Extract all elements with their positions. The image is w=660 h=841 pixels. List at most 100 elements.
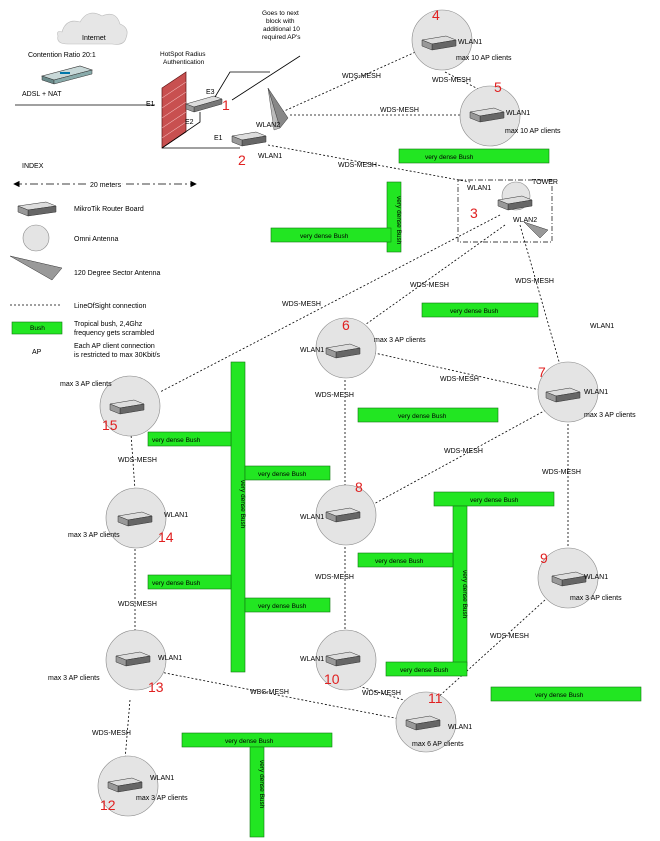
wlan2-label: WLAN2	[256, 122, 280, 129]
legend-bush-swatch-label: Bush	[30, 325, 45, 332]
node-number: 9	[540, 550, 548, 566]
mesh-label: WDS-MESH	[338, 162, 377, 169]
bush-label: very dense Bush	[152, 580, 201, 587]
internet-cloud-icon	[57, 12, 128, 45]
mesh-label: WDS-MESH	[444, 448, 483, 455]
los-links	[124, 49, 569, 761]
firewall-brick-icon	[161, 71, 187, 149]
bush-label: very dense Bush	[535, 692, 584, 699]
router-icon	[405, 715, 441, 731]
link-tower-6	[354, 224, 506, 333]
bush-h-center-1	[244, 465, 331, 481]
sector-antenna-icon	[267, 87, 289, 131]
node-number: 8	[355, 479, 363, 495]
router-icon	[325, 651, 361, 667]
hotspot-label: HotSpot Radius Authentication	[160, 51, 207, 66]
legend-ap-text: Each AP client connection is restricted …	[74, 343, 160, 359]
bush-label: very dense Bush	[375, 558, 424, 565]
node-number: 15	[102, 417, 118, 433]
router-icon	[551, 571, 587, 587]
link-8-7	[371, 404, 556, 506]
mesh-label: WDS-MESH	[432, 77, 471, 84]
max-clients-label: max 10 AP clients	[456, 55, 512, 62]
mesh-label: WDS-MESH	[118, 601, 157, 608]
node-number: 12	[100, 797, 116, 813]
node-number: 10	[324, 671, 340, 687]
bush-label: very dense Bush	[461, 570, 468, 619]
wlan1-label: WLAN1	[258, 153, 282, 160]
bush-h-right-mid	[357, 552, 454, 568]
tower-label: TOWER	[532, 179, 558, 186]
wlan1-label: WLAN1	[164, 512, 188, 519]
e1-label: E1	[146, 101, 155, 108]
bush-label: very dense Bush	[395, 196, 402, 245]
mesh-label: WDS-MESH	[92, 730, 131, 737]
mesh-label: WDS-MESH	[342, 73, 381, 80]
e1b-label: E1	[214, 135, 223, 142]
max-clients-label: max 3 AP clients	[60, 381, 112, 388]
bush-h-right-bot	[385, 661, 468, 677]
bush-label: very dense Bush	[300, 233, 349, 240]
max-clients-label: max 3 AP clients	[570, 595, 622, 602]
wlan1-label: WLAN1	[590, 323, 614, 330]
bush-mid-right	[421, 302, 539, 318]
node-number: 7	[538, 364, 546, 380]
legend-omni-icon	[22, 224, 50, 252]
router-icon	[325, 507, 361, 523]
bush-labels: very dense Bush very dense Bush very den…	[152, 154, 584, 809]
legend-scale-label: 20 meters	[90, 182, 122, 189]
wlan2-label: WLAN2	[513, 217, 537, 224]
router-icon	[497, 195, 533, 211]
bush-bottom-v	[249, 746, 265, 838]
node-number: 1	[222, 97, 230, 113]
e2-link	[161, 112, 201, 149]
mesh-label: WDS-MESH	[490, 633, 529, 640]
bush-label: very dense Bush	[398, 413, 447, 420]
legend-title: INDEX	[22, 163, 44, 170]
wlan1-label: WLAN1	[584, 574, 608, 581]
bush-top-right	[398, 148, 550, 164]
bush-h-15	[147, 431, 232, 447]
bush-h-14	[147, 574, 232, 590]
mesh-label: WDS-MESH	[362, 690, 401, 697]
bush-h-right-top	[433, 491, 555, 507]
router-icon	[115, 651, 151, 667]
bush-label: very dense Bush	[450, 308, 499, 315]
wlan1-label: WLAN1	[158, 655, 182, 662]
hotspot-router-icon	[185, 95, 223, 113]
node-number: 6	[342, 317, 350, 333]
router-icon	[117, 511, 153, 527]
bush-label: very dense Bush	[425, 154, 474, 161]
bush-far-right	[490, 686, 642, 702]
wlan1-label: WLAN1	[300, 514, 324, 521]
legend-router-icon	[17, 201, 57, 217]
wlan1-label: WLAN1	[506, 110, 530, 117]
max-clients-label: max 3 AP clients	[68, 532, 120, 539]
e2-label: E2	[185, 119, 194, 126]
legend-omni-label: Omni Antenna	[74, 236, 118, 243]
bush-label: very dense Bush	[258, 760, 265, 809]
bush-v-left	[230, 361, 246, 673]
contention-label: Contention Ratio 20:1	[28, 52, 96, 59]
max-clients-label: max 3 AP clients	[48, 675, 100, 682]
router-icon	[107, 777, 143, 793]
node-number: 14	[158, 529, 174, 545]
bush-label: very dense Bush	[258, 471, 307, 478]
link-4-5	[444, 71, 491, 96]
bush-mid-center	[357, 407, 499, 423]
mesh-label: WDS-MESH	[515, 278, 554, 285]
router-icon	[421, 35, 457, 51]
legend-bush-text: Tropical bush, 2,4Ghz frequency gets scr…	[74, 321, 154, 337]
next-block-link	[231, 55, 301, 101]
router-icon	[469, 107, 505, 123]
mesh-label: WDS-MESH	[282, 301, 321, 308]
wlan1-label: WLAN1	[448, 724, 472, 731]
wlan1-label: WLAN1	[300, 347, 324, 354]
bush-h-center-2	[244, 597, 331, 613]
legend-router-label: MikroTik Router Board	[74, 206, 144, 213]
next-block-label: Goes to next block with additional 10 re…	[262, 10, 302, 41]
link-tower-7	[519, 224, 561, 366]
adsl-modem-icon	[40, 65, 94, 85]
wlan1-label: WLAN1	[150, 775, 174, 782]
legend-sector-icon	[9, 255, 63, 281]
